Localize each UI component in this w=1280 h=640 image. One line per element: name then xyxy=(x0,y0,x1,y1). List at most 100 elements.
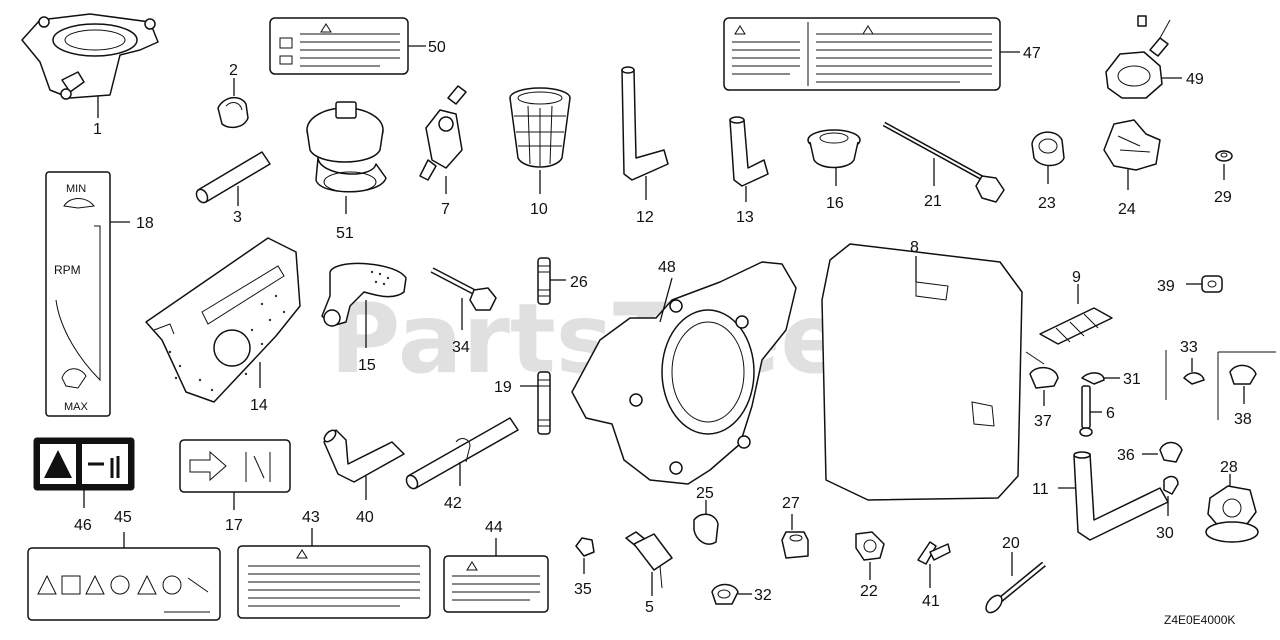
callout-27: 27 xyxy=(782,495,800,512)
part-28-flange-nut[interactable] xyxy=(1205,474,1259,543)
part-15-knob[interactable] xyxy=(321,262,407,348)
part-26-stud[interactable] xyxy=(537,257,566,305)
callout-19: 19 xyxy=(494,379,512,396)
callout-6: 6 xyxy=(1106,405,1115,422)
part-8-cover[interactable] xyxy=(821,243,1023,501)
callout-18: 18 xyxy=(136,215,154,232)
part-29-nut[interactable] xyxy=(1215,150,1233,180)
part-34-bolt[interactable] xyxy=(430,267,497,330)
callout-34: 34 xyxy=(452,339,470,356)
part-1-carburetor-body[interactable] xyxy=(21,13,159,118)
callout-38: 38 xyxy=(1234,411,1252,428)
part-41-tee-fitting[interactable] xyxy=(917,541,951,588)
part-3-sleeve[interactable] xyxy=(194,151,271,206)
callout-14: 14 xyxy=(250,397,268,414)
callout-15: 15 xyxy=(358,357,376,374)
part-43-label[interactable] xyxy=(237,528,431,619)
part-42-tube[interactable] xyxy=(404,417,519,491)
callout-22: 22 xyxy=(860,583,878,600)
callout-47: 47 xyxy=(1023,45,1041,62)
callout-48: 48 xyxy=(658,259,676,276)
callout-41: 41 xyxy=(922,593,940,610)
callout-46: 46 xyxy=(74,517,92,534)
callout-17: 17 xyxy=(225,517,243,534)
part-17-arrow-label[interactable] xyxy=(179,439,291,510)
part-5-fuel-filter[interactable] xyxy=(625,531,673,596)
part-32-clamp[interactable] xyxy=(711,583,752,605)
callout-2: 2 xyxy=(229,62,238,79)
part-45-warning-label[interactable] xyxy=(27,532,221,621)
callout-32: 32 xyxy=(754,587,772,604)
part-16-grommet[interactable] xyxy=(807,129,861,186)
part-50-label[interactable] xyxy=(269,17,426,75)
part-13-fuel-tube-short[interactable] xyxy=(729,116,769,202)
callout-26: 26 xyxy=(570,274,588,291)
callout-35: 35 xyxy=(574,581,592,598)
callout-51: 51 xyxy=(336,225,354,242)
callout-23: 23 xyxy=(1038,195,1056,212)
diagram-code: Z4E0E4000K xyxy=(1164,613,1235,627)
part-20-bolt[interactable] xyxy=(983,552,1046,616)
part-6-pin[interactable] xyxy=(1079,385,1102,437)
part-51-fuel-cap[interactable] xyxy=(306,101,387,214)
part-35-nut[interactable] xyxy=(575,537,595,574)
part-27-nut[interactable] xyxy=(781,514,809,559)
rpm-label-rpm: RPM xyxy=(54,263,81,277)
callout-9: 9 xyxy=(1072,269,1081,286)
part-39-collar[interactable] xyxy=(1186,275,1223,293)
part-19-stud[interactable] xyxy=(520,371,551,435)
callout-20: 20 xyxy=(1002,535,1020,552)
part-46-warning-label[interactable] xyxy=(33,437,135,508)
callout-7: 7 xyxy=(441,201,450,218)
callout-24: 24 xyxy=(1118,201,1136,218)
callout-28: 28 xyxy=(1220,459,1238,476)
callout-10: 10 xyxy=(530,201,548,218)
part-11-tube[interactable] xyxy=(1058,451,1169,541)
callout-25: 25 xyxy=(696,485,714,502)
part-22-fitting[interactable] xyxy=(855,531,885,580)
part-25-key[interactable] xyxy=(693,500,719,545)
callout-3: 3 xyxy=(233,209,242,226)
callout-43: 43 xyxy=(302,509,320,526)
callout-36: 36 xyxy=(1117,447,1135,464)
part-36-clamp[interactable] xyxy=(1142,441,1183,463)
callout-45: 45 xyxy=(114,509,132,526)
part-12-fuel-tube[interactable] xyxy=(621,66,669,200)
part-48-insulator[interactable] xyxy=(571,261,797,485)
part-21-bolt[interactable] xyxy=(882,121,1005,203)
callout-30: 30 xyxy=(1156,525,1174,542)
callout-21: 21 xyxy=(924,193,942,210)
part-10-fuel-strainer[interactable] xyxy=(509,87,571,194)
callout-5: 5 xyxy=(645,599,654,616)
callout-50: 50 xyxy=(428,39,446,56)
part-44-label[interactable] xyxy=(443,538,549,613)
callout-11: 11 xyxy=(1032,481,1049,498)
callout-49: 49 xyxy=(1186,71,1204,88)
part-9-filter-element[interactable] xyxy=(1039,284,1113,345)
part-30-clip[interactable] xyxy=(1163,475,1179,516)
callout-1: 1 xyxy=(93,121,102,138)
part-40-elbow-tube[interactable] xyxy=(322,428,405,500)
callout-44: 44 xyxy=(485,519,503,536)
part-38-clamp[interactable] xyxy=(1217,351,1276,420)
part-18-rpm-label[interactable] xyxy=(45,171,130,417)
part-37-clamp[interactable] xyxy=(1025,351,1059,406)
part-33-clip[interactable] xyxy=(1165,350,1205,400)
part-23-clamp[interactable] xyxy=(1031,131,1065,184)
callout-33: 33 xyxy=(1180,339,1198,356)
callout-13: 13 xyxy=(736,209,754,226)
rpm-label-max: MAX xyxy=(64,401,89,413)
part-49-carb-joint[interactable] xyxy=(1105,15,1182,99)
part-14-heat-plate[interactable] xyxy=(145,237,301,403)
callout-16: 16 xyxy=(826,195,844,212)
callout-40: 40 xyxy=(356,509,374,526)
part-31-clip[interactable] xyxy=(1081,372,1120,385)
callout-12: 12 xyxy=(636,209,654,226)
callout-8: 8 xyxy=(910,239,919,256)
part-2-clip[interactable] xyxy=(217,78,249,129)
part-24-tube-clip[interactable] xyxy=(1103,119,1161,190)
part-7-fuel-valve[interactable] xyxy=(419,85,467,194)
part-47-label[interactable] xyxy=(723,17,1020,91)
